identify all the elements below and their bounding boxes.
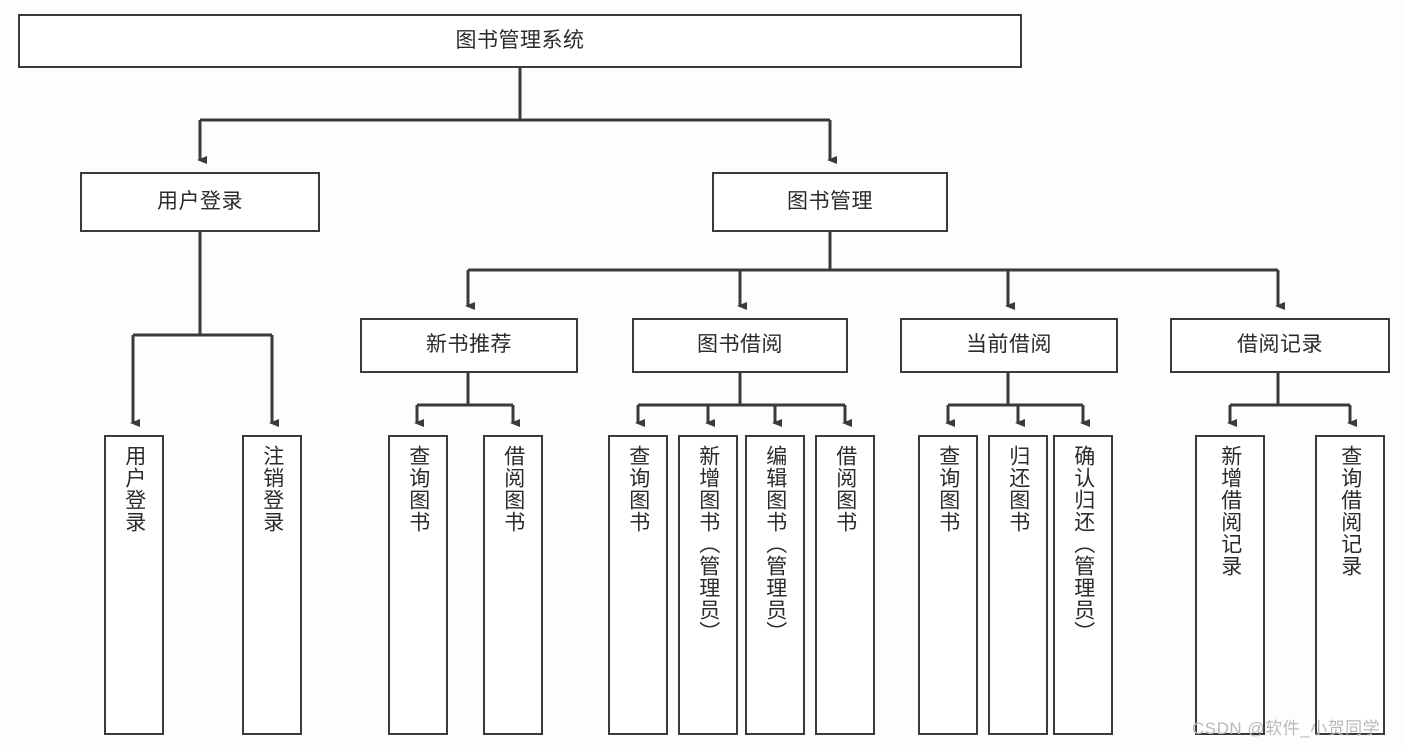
leaf-user-login-login[interactable]: 用户登录 (104, 435, 164, 735)
leaf-book-borrow-add[interactable]: 新增图书（管理员） (678, 435, 738, 735)
leaf-new-book-query[interactable]: 查询图书 (388, 435, 448, 735)
node-current-borrow-label: 当前借阅 (966, 333, 1052, 357)
node-root[interactable]: 图书管理系统 (18, 14, 1022, 68)
node-book-borrow-label: 图书借阅 (697, 333, 783, 357)
leaf-current-borrow-return[interactable]: 归还图书 (988, 435, 1048, 735)
leaf-borrow-record-add[interactable]: 新增借阅记录 (1195, 435, 1265, 735)
leaf-borrow-record-query[interactable]: 查询借阅记录 (1315, 435, 1385, 735)
leaf-new-book-query-label: 查询图书 (406, 445, 430, 533)
node-book-borrow[interactable]: 图书借阅 (632, 318, 848, 373)
node-new-book-recommend-label: 新书推荐 (426, 333, 512, 357)
leaf-book-borrow-edit-label: 编辑图书（管理员） (763, 445, 787, 643)
node-book-management-label: 图书管理 (787, 189, 873, 213)
leaf-current-borrow-confirm-label: 确认归还（管理员） (1071, 445, 1095, 643)
leaf-new-book-borrow-label: 借阅图书 (501, 445, 525, 533)
leaf-book-borrow-borrow[interactable]: 借阅图书 (815, 435, 875, 735)
leaf-current-borrow-return-label: 归还图书 (1006, 445, 1030, 533)
leaf-borrow-record-add-label: 新增借阅记录 (1218, 445, 1242, 577)
node-borrow-record[interactable]: 借阅记录 (1170, 318, 1390, 373)
leaf-user-login-logout-label: 注销登录 (260, 445, 284, 533)
node-current-borrow[interactable]: 当前借阅 (900, 318, 1118, 373)
watermark: CSDN @软件_小贺同学 (1192, 719, 1381, 738)
leaf-borrow-record-query-label: 查询借阅记录 (1338, 445, 1362, 577)
leaf-book-borrow-query[interactable]: 查询图书 (608, 435, 668, 735)
leaf-current-borrow-query-label: 查询图书 (936, 445, 960, 533)
leaf-book-borrow-borrow-label: 借阅图书 (833, 445, 857, 533)
leaf-book-borrow-edit[interactable]: 编辑图书（管理员） (745, 435, 805, 735)
node-user-login-label: 用户登录 (157, 189, 243, 213)
node-book-management[interactable]: 图书管理 (712, 172, 948, 232)
leaf-current-borrow-query[interactable]: 查询图书 (918, 435, 978, 735)
leaf-book-borrow-add-label: 新增图书（管理员） (696, 445, 720, 643)
node-borrow-record-label: 借阅记录 (1237, 333, 1323, 357)
node-new-book-recommend[interactable]: 新书推荐 (360, 318, 578, 373)
node-user-login[interactable]: 用户登录 (80, 172, 320, 232)
leaf-user-login-login-label: 用户登录 (122, 445, 146, 533)
leaf-new-book-borrow[interactable]: 借阅图书 (483, 435, 543, 735)
leaf-current-borrow-confirm[interactable]: 确认归还（管理员） (1053, 435, 1113, 735)
node-root-label: 图书管理系统 (455, 28, 585, 52)
leaf-user-login-logout[interactable]: 注销登录 (242, 435, 302, 735)
leaf-book-borrow-query-label: 查询图书 (626, 445, 650, 533)
